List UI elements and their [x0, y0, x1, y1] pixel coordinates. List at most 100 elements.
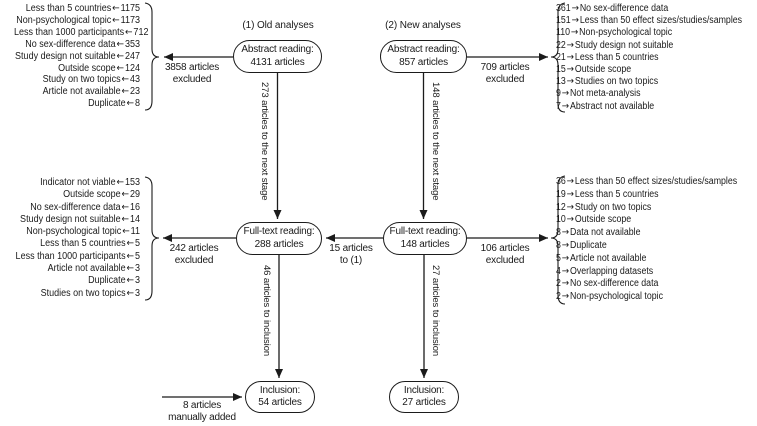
exclusion-label: Studies on two topics [40, 287, 126, 299]
exclusion-label: Overlapping datasets [570, 265, 654, 277]
exclusion-item: Indicator not viable←153 [14, 177, 140, 189]
exclusion-item: 12→Study on two topics [556, 202, 732, 215]
exclusion-label: Abstract not available [570, 100, 655, 112]
right-arrow-icon: → [561, 252, 570, 264]
right-arrow-icon: → [566, 176, 575, 187]
exclusion-count: 29 [129, 189, 140, 201]
exclusion-item: Less than 5 countries←1175 [14, 3, 140, 15]
exclusion-item: No sex-difference data←16 [14, 202, 140, 214]
exclusion-item: 10→Outside scope [556, 214, 732, 227]
exclusion-count: 712 [133, 26, 149, 38]
exclusion-label: Not meta-analysis [570, 88, 641, 100]
node-title: Abstract reading: [387, 44, 460, 55]
exclusion-item: 36→Less than 50 effect sizes/studies/sam… [556, 176, 737, 189]
right-arrow-icon: → [570, 27, 579, 39]
exclusion-label: Less than 5 countries [25, 3, 112, 14]
exclusion-item: Non-psychological topic←11 [14, 226, 140, 238]
right-arrow-icon: → [566, 76, 575, 88]
right-arrow-icon: → [561, 291, 570, 303]
exclusion-label: Study on two topics [42, 74, 121, 86]
node-title: Inclusion: [259, 384, 301, 396]
node-count: 27 articles [402, 397, 446, 408]
exclusion-item: Less than 1000 participants←5 [14, 251, 140, 263]
exclusion-count: 3 [134, 263, 140, 275]
exclusion-count: 7 [556, 100, 561, 112]
exclusion-label: Study design not suitable [574, 39, 674, 51]
brace-fulltext-old-exclusions [144, 176, 160, 301]
exclusion-label: Study on two topics [574, 201, 652, 213]
exclusion-count: 2 [556, 278, 561, 290]
exclusion-count: 124 [124, 62, 140, 74]
label-fulltext-old-to-inclusion: 46 articles to inclusion [261, 265, 272, 357]
node-title: Abstract reading: [241, 44, 314, 55]
label-fulltext-new-to-inclusion: 27 articles to inclusion [430, 265, 441, 357]
left-arrow-icon: ← [121, 86, 130, 98]
exclusion-count: 10 [556, 214, 566, 226]
exclusion-item: Duplicate←8 [14, 98, 140, 110]
right-arrow-icon: → [566, 51, 575, 63]
exclusion-count: 5 [556, 252, 561, 264]
left-arrow-icon: ← [116, 38, 125, 50]
label-abstract-old-next-stage: 273 articles to the next stage [259, 82, 270, 201]
label-manual-addition: 8 articles manually added [168, 400, 236, 423]
node-title: Full-text reading: [243, 226, 315, 237]
exclusion-count: 11 [130, 226, 140, 238]
exclusion-label: Less than 5 countries [574, 188, 659, 200]
left-arrow-icon: ← [112, 14, 120, 26]
exclusion-item: 361→No sex-difference data [556, 3, 732, 15]
node-count: 4131 articles [250, 56, 305, 68]
exclusion-label: Non-psychological topic [26, 226, 122, 238]
exclusion-item: 8→Data not available [556, 227, 732, 240]
node-title: Inclusion: [403, 384, 445, 396]
exclusion-item: Less than 5 countries←5 [14, 238, 140, 250]
exclusion-item: 110→Non-psychological topic [556, 27, 732, 39]
exclusion-count: 153 [124, 177, 140, 188]
label-abstract-old-excluded: 3858 articles excluded [164, 62, 220, 85]
node-title: Full-text reading: [389, 226, 461, 237]
exclusion-count: 1173 [120, 14, 140, 26]
exclusion-item: 4→Overlapping datasets [556, 266, 732, 279]
brace-fulltext-new-exclusions [550, 175, 566, 305]
label-fulltext-transfer: 15 articles to (1) [329, 243, 373, 266]
exclusion-label: No sex-difference data [30, 201, 121, 213]
left-arrow-icon: ← [122, 226, 130, 238]
exclusion-item: Article not available←23 [14, 86, 140, 98]
node-count: 148 articles [400, 238, 450, 250]
left-arrow-icon: ← [126, 287, 135, 299]
exclusion-count: 13 [556, 76, 566, 88]
exclusion-item: 7→Abstract not available [556, 101, 732, 113]
left-arrow-icon: ← [126, 98, 135, 110]
exclusion-count: 3 [134, 275, 140, 287]
label-abstract-new-next-stage: 148 articles to the next stage [430, 82, 441, 201]
exclusion-label: Less than 5 countries [40, 238, 126, 250]
exclusion-count: 23 [129, 86, 140, 98]
exclusion-item: Duplicate←3 [14, 275, 140, 287]
exclusion-label: Outside scope [574, 64, 632, 76]
left-arrow-icon: ← [116, 62, 125, 74]
exclusion-label: Duplicate [570, 239, 607, 251]
right-arrow-icon: → [571, 3, 579, 14]
brace-abstract-old-exclusions [144, 2, 160, 111]
exclusion-count: 9 [556, 88, 561, 100]
exclusion-label: Outside scope [63, 189, 121, 201]
node-count: 54 articles [258, 397, 302, 408]
exclusion-count: 2 [556, 291, 561, 303]
left-arrow-icon: ← [121, 74, 130, 86]
heading-old-analyses: (1) Old analyses [242, 20, 314, 31]
heading-new-analyses: (2) New analyses [385, 20, 461, 31]
right-arrow-icon: → [561, 265, 570, 277]
exclusion-label: Duplicate [88, 98, 126, 110]
exclusion-item: Study design not suitable←14 [14, 214, 140, 226]
exclusion-item: 13→Studies on two topics [556, 76, 732, 88]
left-arrow-icon: ← [124, 26, 133, 38]
exclusion-label: No sex-difference data [579, 3, 669, 14]
exclusion-count: 3 [134, 287, 140, 299]
right-arrow-icon: → [566, 201, 575, 213]
exclusion-count: 21 [556, 51, 566, 63]
left-arrow-icon: ← [126, 250, 135, 262]
exclusion-label: Article not available [47, 263, 126, 275]
left-arrow-icon: ← [116, 177, 125, 188]
